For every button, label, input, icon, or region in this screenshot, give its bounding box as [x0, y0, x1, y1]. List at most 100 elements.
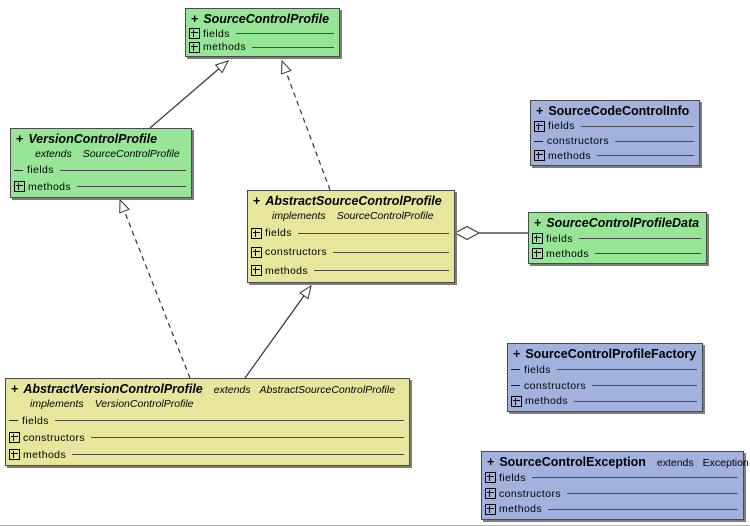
row-line	[235, 33, 334, 35]
visibility-marker: +	[16, 132, 24, 146]
row-line	[314, 270, 449, 272]
visibility-marker: +	[487, 455, 495, 469]
class-name: SourceControlException	[499, 455, 646, 469]
row-label: fields	[22, 414, 49, 427]
compartment-methods: methods	[11, 179, 191, 196]
empty-compartment-dash-icon	[534, 140, 543, 142]
expand-plus-icon[interactable]	[534, 150, 545, 162]
class-title: + AbstractVersionControlProfile extends …	[6, 380, 409, 397]
class-box-abstract-source-control-profile[interactable]: + AbstractSourceControlProfile implement…	[247, 190, 455, 283]
row-line	[72, 454, 404, 455]
row-line	[597, 155, 694, 157]
row-label: fields	[265, 227, 292, 240]
row-line	[54, 420, 404, 421]
row-label: constructors	[265, 246, 327, 258]
row-line	[556, 369, 697, 371]
row-label: methods	[28, 180, 72, 193]
expand-plus-icon[interactable]	[485, 488, 496, 499]
class-title: + SourceControlProfile	[186, 10, 339, 27]
class-name: AbstractSourceControlProfile	[265, 194, 442, 208]
extends-keyword: extends	[213, 384, 251, 396]
compartment-fields: fields	[531, 119, 699, 134]
row-line	[548, 508, 738, 510]
row-line	[297, 232, 449, 234]
row-label: constructors	[499, 487, 561, 500]
class-title: + SourceControlProfileFactory	[508, 345, 702, 362]
row-label: constructors	[547, 135, 609, 147]
row-line	[567, 493, 738, 494]
visibility-marker: +	[191, 12, 199, 26]
visibility-marker: +	[253, 194, 261, 208]
class-name: AbstractVersionControlProfile	[23, 382, 203, 396]
class-name: VersionControlProfile	[28, 132, 158, 146]
implements-keyword: implements	[30, 398, 84, 410]
class-name: SourceControlProfileData	[546, 216, 700, 230]
extends-keyword: extends	[35, 148, 72, 160]
visibility-marker: +	[536, 104, 544, 118]
aggregation-diamond[interactable]	[453, 225, 481, 241]
class-title: + VersionControlProfile	[11, 130, 191, 147]
compartment-fields: fields	[6, 412, 409, 429]
visibility-marker: +	[513, 347, 521, 361]
class-title: + SourceControlProfileData	[529, 214, 706, 231]
row-line	[333, 251, 449, 253]
class-title: + SourceCodeControlInfo	[531, 102, 699, 119]
implements-target: VersionControlProfile	[94, 398, 194, 410]
compartment-methods: methods	[531, 148, 699, 163]
expand-plus-icon[interactable]	[485, 472, 496, 484]
row-line	[615, 140, 694, 142]
expand-plus-icon[interactable]	[189, 28, 200, 40]
row-label: fields	[499, 471, 526, 484]
expand-plus-icon[interactable]	[532, 248, 543, 259]
row-line	[252, 46, 334, 48]
row-line	[77, 186, 186, 188]
row-line	[595, 253, 701, 254]
compartment-constructors: constructors	[6, 429, 409, 446]
generalization-versioncontrolprofile-to-sourcecontrolprofile[interactable]	[149, 61, 228, 129]
row-line	[531, 477, 738, 479]
class-box-source-control-profile[interactable]: + SourceControlProfile fields methods	[185, 8, 340, 57]
expand-plus-icon[interactable]	[511, 395, 522, 407]
class-box-version-control-profile[interactable]: + VersionControlProfile extends SourceCo…	[10, 128, 192, 198]
row-line	[574, 400, 697, 402]
class-title: + SourceControlException extends Excepti…	[482, 453, 749, 470]
class-name: SourceCodeControlInfo	[548, 104, 690, 118]
expand-plus-icon[interactable]	[251, 246, 262, 258]
compartment-fields: fields	[482, 470, 743, 486]
extends-keyword: extends	[656, 457, 694, 469]
compartment-constructors: constructors	[508, 378, 702, 394]
expand-plus-icon[interactable]	[9, 432, 20, 443]
expand-plus-icon[interactable]	[189, 41, 200, 53]
class-box-source-control-profile-factory[interactable]: + SourceControlProfileFactory fields con…	[507, 343, 703, 412]
expand-plus-icon[interactable]	[532, 233, 543, 244]
compartment-methods: methods	[508, 393, 702, 409]
row-label: methods	[265, 264, 309, 277]
realization-abstractsourcecontrolprofile-to-sourcecontrolprofile[interactable]	[282, 61, 331, 191]
row-line	[578, 238, 701, 239]
row-label: methods	[546, 247, 590, 260]
expand-plus-icon[interactable]	[9, 449, 20, 460]
compartment-constructors: constructors	[248, 243, 454, 262]
compartment-fields: fields	[186, 27, 339, 41]
class-box-source-code-control-info[interactable]: + SourceCodeControlInfo fields construct…	[530, 100, 700, 166]
class-box-abstract-version-control-profile[interactable]: + AbstractVersionControlProfile extends …	[5, 378, 410, 466]
expand-plus-icon[interactable]	[251, 265, 262, 277]
compartment-methods: methods	[482, 501, 743, 517]
row-line	[91, 437, 404, 438]
expand-plus-icon[interactable]	[251, 227, 262, 239]
generalization-abstractversioncontrolprofile-to-abstractsourcecontrolprofile[interactable]	[244, 286, 311, 379]
row-label: fields	[548, 120, 575, 133]
visibility-marker: +	[534, 216, 542, 230]
row-label: fields	[27, 164, 54, 177]
expand-plus-icon[interactable]	[485, 503, 496, 515]
expand-plus-icon[interactable]	[534, 120, 545, 132]
expand-plus-icon[interactable]	[14, 181, 25, 193]
implements-target: SourceControlProfile	[336, 210, 434, 222]
row-label: fields	[524, 363, 551, 376]
realization-abstractversioncontrolprofile-to-versioncontrolprofile[interactable]	[120, 200, 191, 379]
class-box-source-control-profile-data[interactable]: + SourceControlProfileData fields method…	[528, 212, 707, 264]
row-label: fields	[546, 232, 573, 245]
class-box-source-control-exception[interactable]: + SourceControlException extends Excepti…	[481, 451, 749, 520]
